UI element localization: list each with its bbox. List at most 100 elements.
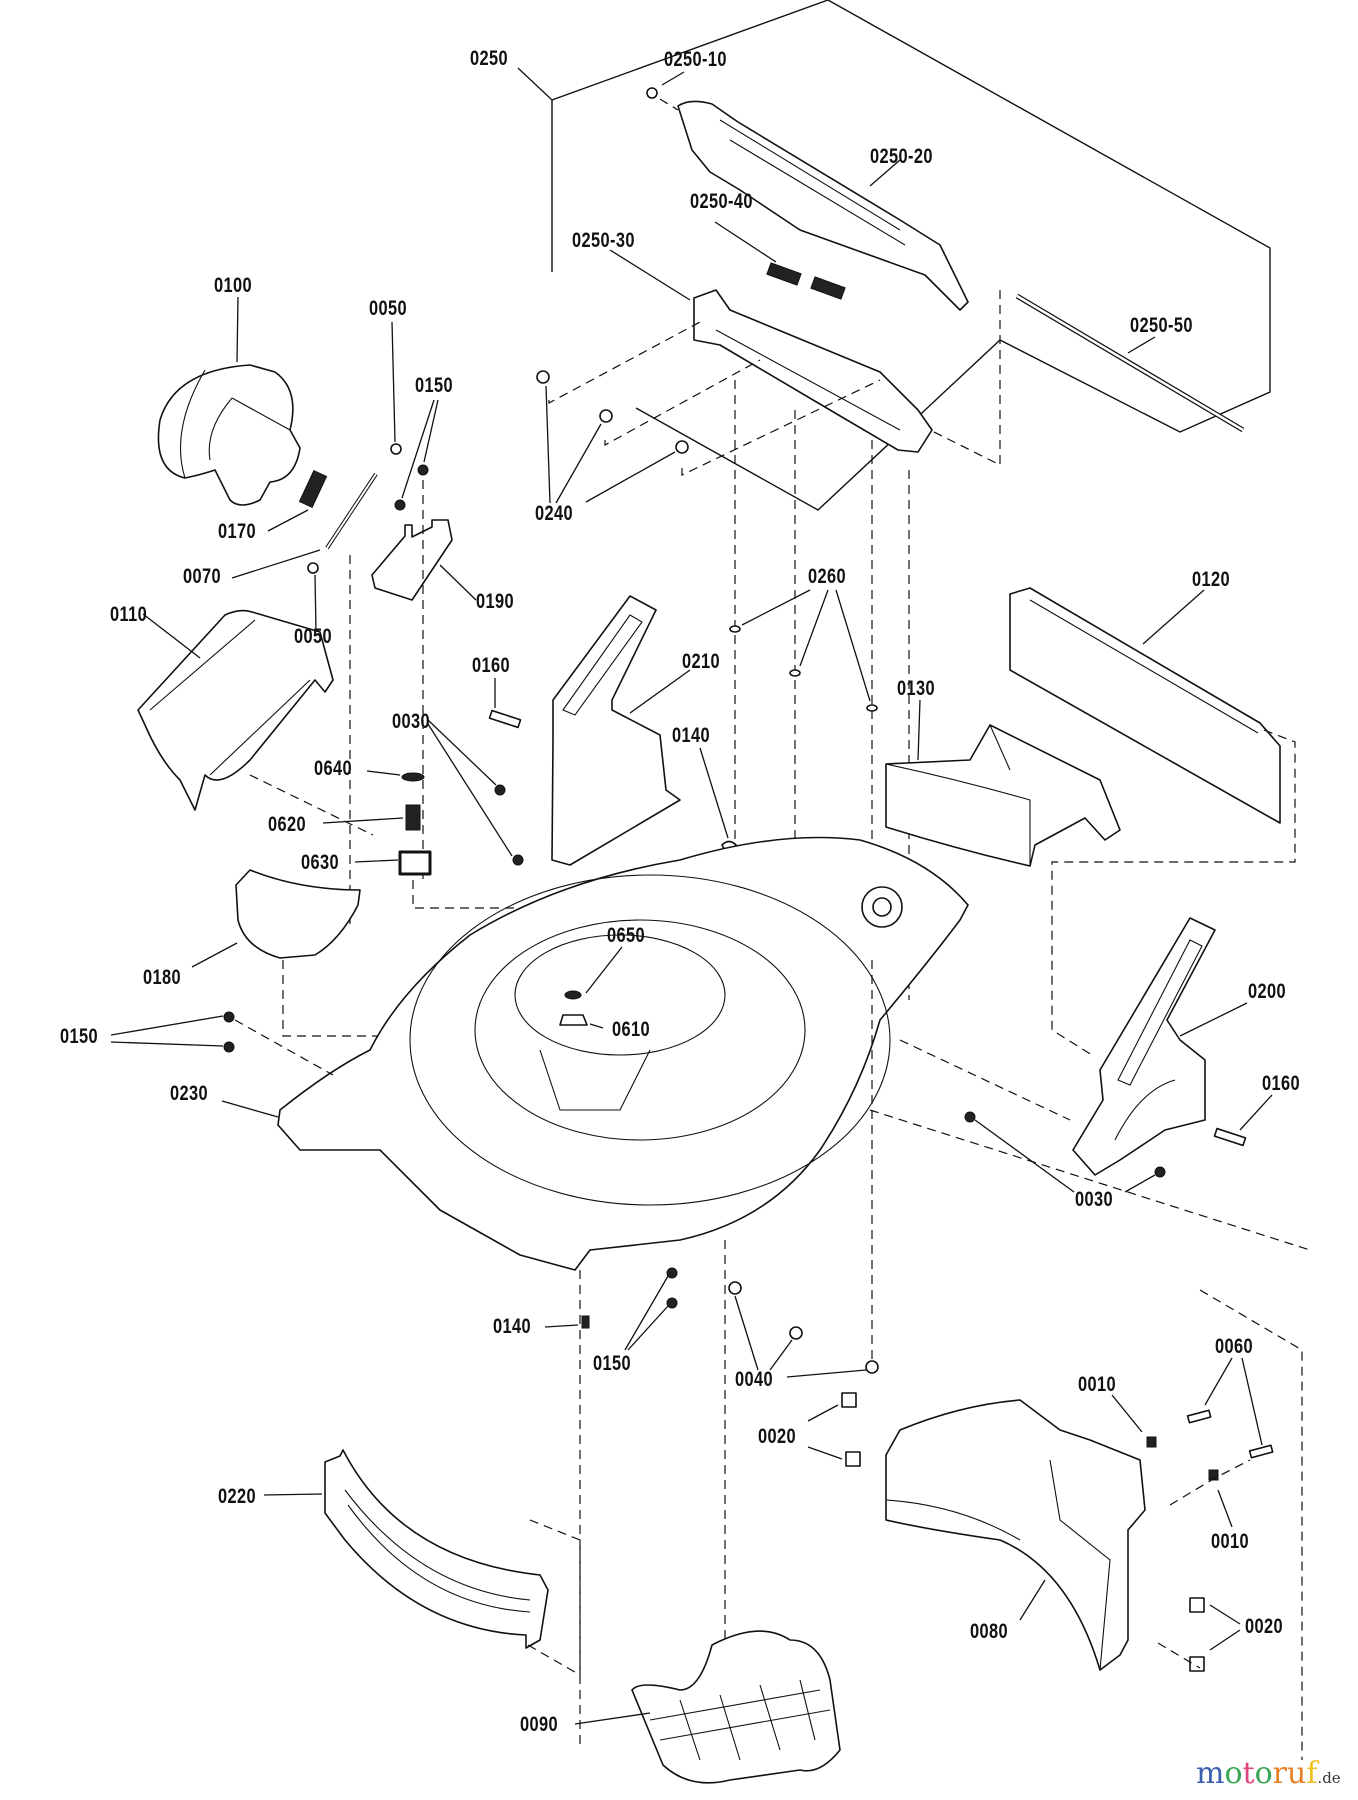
label-0250-20: 0250-20 [870, 145, 933, 168]
cover-0110 [137, 609, 334, 811]
leader-0080 [1019, 1579, 1046, 1621]
label-0020-right: 0020 [1245, 1615, 1284, 1638]
label-0180: 0180 [143, 966, 182, 989]
leader-0090 [574, 1712, 651, 1725]
label-0150-left: 0150 [60, 1025, 99, 1048]
washer-0260-c [866, 704, 878, 712]
label-0070: 0070 [183, 565, 222, 588]
panel-0120 [1009, 587, 1281, 824]
leader-0250-40 [714, 221, 777, 263]
leader-0250-20 [869, 159, 901, 187]
label-0190: 0190 [476, 590, 515, 613]
leader-0230 [221, 1100, 279, 1118]
label-0250-40: 0250-40 [690, 190, 753, 213]
label-0250: 0250 [470, 47, 509, 70]
screw-0040-a [728, 1281, 742, 1295]
plug-0140-bottom [581, 1315, 590, 1329]
nut-0050-bottom [307, 562, 319, 574]
screw-0030-a [494, 784, 506, 796]
label-0150-bottom: 0150 [593, 1352, 632, 1375]
assembly-frame-0250 [551, 0, 1271, 511]
watermark-letter: o [1254, 1756, 1273, 1791]
label-0640: 0640 [314, 757, 353, 780]
leader-0170 [267, 509, 309, 532]
label-0610: 0610 [612, 1018, 651, 1041]
label-0210: 0210 [682, 650, 721, 673]
label-0150-top: 0150 [415, 374, 454, 397]
nut-0050-top [390, 443, 402, 455]
label-0230: 0230 [170, 1082, 209, 1105]
watermark-suffix: .de [1317, 1769, 1341, 1787]
bolt-0160-left [488, 709, 522, 729]
leader-0250-50 [1127, 336, 1156, 354]
label-0140-bottom: 0140 [493, 1315, 532, 1338]
spring-0170 [298, 469, 328, 509]
screw-0150-d [223, 1041, 235, 1053]
watermark-letter: f [1306, 1756, 1318, 1791]
nut-0630 [398, 850, 432, 876]
screw-0150-a [394, 499, 406, 511]
watermark-text: motoruf [1196, 1756, 1317, 1791]
label-0080: 0080 [970, 1620, 1009, 1643]
clip-0020-b [845, 1451, 861, 1467]
clip-0020-a [841, 1392, 857, 1408]
label-0220: 0220 [218, 1485, 257, 1508]
chute-0080 [885, 1399, 1146, 1671]
screw-0030-c [964, 1111, 976, 1123]
label-0020-left: 0020 [758, 1425, 797, 1448]
leader-0200 [1179, 1002, 1248, 1037]
label-0030-right: 0030 [1075, 1188, 1114, 1211]
mulch-plate-0090 [631, 1630, 841, 1784]
leader-0050-bottom [314, 574, 317, 633]
leader-0250-10 [661, 71, 685, 86]
clip-0010-b [1208, 1469, 1219, 1481]
deflector-0130 [885, 724, 1121, 867]
leader-0100 [236, 296, 239, 363]
springs-0250-40 [766, 262, 846, 300]
clip-0020-c [1189, 1597, 1205, 1613]
watermark-letter: u [1286, 1756, 1307, 1791]
leader-0070 [231, 549, 321, 579]
label-0050-bottom: 0050 [294, 625, 333, 648]
clip-0010-a [1146, 1436, 1157, 1448]
label-0620: 0620 [268, 813, 307, 836]
leader-0110 [142, 613, 201, 659]
leader-0250-30 [609, 249, 691, 301]
screw-0150-c [223, 1011, 235, 1023]
label-0630: 0630 [301, 851, 340, 874]
leader-0250 [517, 67, 553, 101]
label-0030-left: 0030 [392, 710, 431, 733]
bolt-0160-right [1213, 1127, 1247, 1147]
label-0120: 0120 [1192, 568, 1231, 591]
leader-0220 [263, 1493, 323, 1496]
label-0100: 0100 [214, 274, 253, 297]
screw-0030-d [1154, 1166, 1166, 1178]
nuts-0240 [536, 370, 689, 454]
label-0060: 0060 [1215, 1335, 1254, 1358]
lower-bracket-0250-30 [693, 289, 933, 453]
label-0250-10: 0250-10 [664, 48, 727, 71]
watermark-letter: m [1196, 1756, 1225, 1791]
label-0110: 0110 [110, 603, 148, 626]
clip-0020-d [1189, 1656, 1205, 1672]
label-0250-30: 0250-30 [572, 229, 635, 252]
label-0650: 0650 [607, 924, 646, 947]
label-0090: 0090 [520, 1713, 559, 1736]
leader-0050-top [391, 321, 396, 443]
watermark-letter: t [1242, 1756, 1255, 1791]
screw-0030-b [512, 854, 524, 866]
screw-0040-b [789, 1326, 803, 1340]
label-0170: 0170 [218, 520, 257, 543]
height-adjuster-0210 [551, 595, 681, 866]
label-0160-right: 0160 [1262, 1072, 1301, 1095]
screw-0150-b [417, 464, 429, 476]
label-0050-top: 0050 [369, 297, 408, 320]
label-0010-top: 0010 [1078, 1373, 1117, 1396]
label-0010-bottom: 0010 [1211, 1530, 1250, 1553]
watermark-letter: r [1272, 1756, 1287, 1791]
height-adjuster-0200 [1072, 917, 1216, 1176]
label-0260: 0260 [808, 565, 847, 588]
label-0040: 0040 [735, 1368, 774, 1391]
